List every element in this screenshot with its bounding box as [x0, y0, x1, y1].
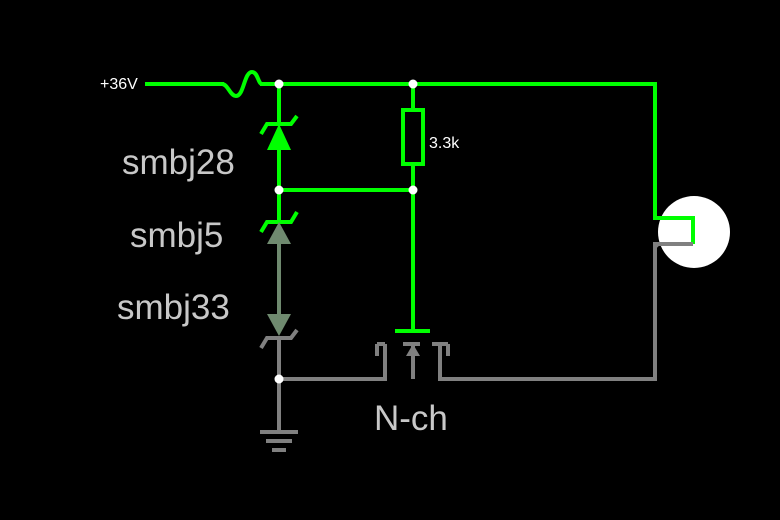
resistor-label: 3.3k: [429, 135, 460, 152]
lamp-filament-ground: [653, 242, 693, 249]
ground-symbol: [260, 430, 298, 452]
zener-top-label: smbj28: [122, 143, 235, 182]
zener-mid-label: smbj5: [130, 216, 223, 255]
source-wire: [279, 344, 387, 381]
junction-nodes: [274, 79, 418, 384]
zener-smbj28: [259, 114, 299, 150]
lamp-filament-live: [660, 216, 695, 244]
resistor-3k3: [401, 108, 425, 166]
zener-smbj5: [259, 210, 299, 244]
mosfet-arrow: [406, 344, 420, 356]
transistor-label: N-ch: [374, 399, 448, 438]
mosfet-channel: [375, 342, 450, 379]
fuse: [219, 69, 265, 99]
zener-bot-label: smbj33: [117, 288, 230, 327]
supply-label: +36V: [100, 76, 138, 93]
